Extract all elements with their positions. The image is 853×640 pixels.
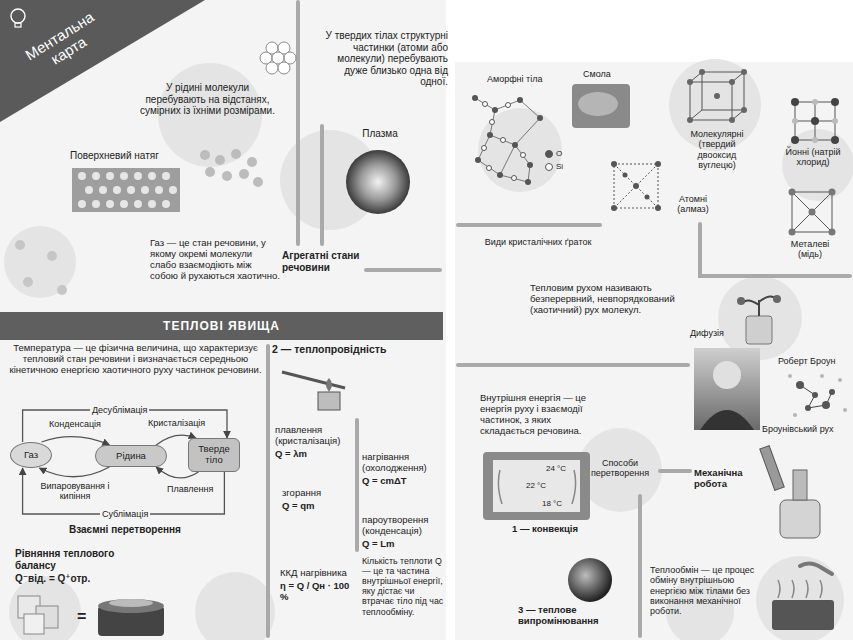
- node-text: Поверхневий натяг: [70, 150, 190, 162]
- image-caption: Атомні (алмаз): [664, 194, 722, 215]
- formula-box: плавлення (кристалізація) Q = λm: [275, 425, 353, 460]
- image-caption: Аморфні тіла: [487, 74, 567, 84]
- image-caption: Дифузія: [690, 328, 734, 338]
- node-text: згорання: [282, 488, 352, 499]
- image-caption: Броунівський рух: [762, 424, 848, 434]
- formula-box: ККД нагрівника η = Q / Qн · 100 %: [280, 568, 352, 603]
- node-text: Молекулярні (твердий двооксид вуглецю): [678, 129, 756, 170]
- transition-label: Випаровування і кипіння: [34, 481, 116, 502]
- image-caption: Металеві (мідь): [778, 239, 842, 260]
- node-text: Газ — це стан речовини, у якому окремі м…: [150, 238, 280, 282]
- topic-band: ТЕПЛОВІ ЯВИЩА: [0, 312, 443, 340]
- temperature-label: 22 °C: [525, 481, 547, 490]
- transition-label: Плавлення: [165, 484, 215, 494]
- state-shape: Тверде тіло: [188, 438, 240, 472]
- temperature-label: 24 °C: [545, 464, 567, 473]
- node-text: Агрегатні стани речовини: [282, 250, 362, 273]
- fact-box: У рідині молекули перебувають на відстан…: [140, 82, 275, 117]
- node-text: Газ: [24, 450, 38, 461]
- node-text: Рідина: [116, 451, 146, 462]
- node-text: Смола: [583, 69, 628, 79]
- image-caption: 3 — теплове випромінювання: [518, 605, 618, 627]
- image-caption: 2 — теплопровідність: [272, 343, 402, 355]
- node-text: Плазма: [350, 128, 410, 140]
- transition-label: Сублімація: [100, 509, 150, 519]
- node-text: Теплообмін — це процес обміну внутрішньо…: [650, 565, 758, 617]
- node-text: 1 — конвекція: [512, 524, 602, 535]
- node-text: У твердих тілах структурні частинки (ато…: [318, 30, 448, 88]
- node-text: Роберт Броун: [778, 356, 848, 366]
- state-shape: Рідина: [95, 445, 167, 467]
- node-text: Металеві (мідь): [778, 239, 842, 260]
- image-caption: Молекулярні (твердий двооксид вуглецю): [678, 129, 756, 170]
- node-text: Тепловим рухом називають безперервний, н…: [530, 283, 685, 316]
- image-caption: Смола: [583, 69, 628, 79]
- legend-item: Si: [545, 163, 563, 171]
- topic-box: Агрегатні стани речовини: [282, 250, 362, 273]
- formula-box: нагрівання (охолодження) Q = cmΔT: [362, 452, 442, 487]
- topic-box: Види кристалічних ґраток: [478, 237, 598, 247]
- node-text: Способи перетворення: [583, 458, 657, 479]
- definition-box: Кількість теплоти Q — це та частина внут…: [362, 556, 448, 617]
- formula-box: Рівняння теплового балансуQ⁻від. = Q⁺отр…: [15, 548, 145, 585]
- node-text: Дифузія: [690, 328, 734, 338]
- node-text: плавлення (кристалізація): [275, 425, 353, 447]
- legend-swatch: [545, 150, 553, 158]
- formula-text: Q = cmΔT: [362, 476, 442, 487]
- node-text: Внутрішня енергія — це енергія руху і вз…: [480, 393, 600, 437]
- formula-text: Q⁻від. = Q⁺отр.: [15, 573, 145, 585]
- formula-box: згорання Q = qm: [282, 488, 352, 512]
- topic-box: Способи перетворення: [583, 458, 657, 479]
- node-text: пароутворення (конденсація): [362, 515, 442, 537]
- image-caption: Поверхневий натяг: [70, 150, 190, 162]
- legend-text: Si: [556, 163, 563, 171]
- transition-label: Десублімація: [90, 405, 149, 415]
- formula-text: Q = Lm: [362, 539, 442, 550]
- caption-text: Взаємні перетворення: [69, 524, 181, 536]
- node-text: Температура — це фізична величина, що ха…: [8, 343, 263, 376]
- state-shape: Газ: [10, 442, 52, 468]
- node-text: Атомні (алмаз): [664, 194, 722, 215]
- fact-box: У твердих тілах структурні частинки (ато…: [318, 30, 448, 88]
- transition-label: Конденсація: [47, 419, 103, 429]
- formula-box: пароутворення (конденсація) Q = Lm: [362, 515, 442, 550]
- image-caption: Плазма: [350, 128, 410, 140]
- definition-box: Внутрішня енергія — це енергія руху і вз…: [480, 393, 600, 437]
- node-text: Механічна робота: [694, 468, 752, 490]
- node-text: Аморфні тіла: [487, 74, 567, 84]
- transition-label: Кристалізація: [146, 418, 207, 428]
- formula-text: Q = λm: [275, 449, 353, 460]
- equals-sign: =: [77, 608, 86, 626]
- node-text: ТЕПЛОВІ ЯВИЩА: [0, 312, 443, 340]
- transition-arrow: [39, 467, 109, 477]
- formula-text: η = Q / Qн · 100 %: [280, 581, 352, 603]
- image-caption: Йонні (натрій хлорид): [778, 147, 848, 168]
- node-text: Кількість теплоти Q — це та частина внут…: [362, 556, 448, 617]
- definition-box: Температура — це фізична величина, що ха…: [8, 343, 263, 376]
- image-caption: Механічна робота: [694, 468, 752, 490]
- node-text: 2 — теплопровідність: [272, 343, 402, 355]
- node-text: У рідині молекули перебувають на відстан…: [140, 82, 275, 117]
- image-caption: Роберт Броун: [778, 356, 848, 366]
- node-text: 3 — теплове випромінювання: [518, 605, 618, 627]
- legend-item: O: [545, 150, 562, 158]
- fact-box: Газ — це стан речовини, у якому окремі м…: [150, 238, 280, 282]
- node-text: Броунівський рух: [762, 424, 848, 434]
- node-text: Йонні (натрій хлорид): [778, 147, 848, 168]
- temperature-label: 18 °C: [541, 499, 563, 508]
- image-caption: 1 — конвекція: [512, 524, 602, 535]
- node-text: нагрівання (охолодження): [362, 452, 442, 474]
- legend-swatch: [545, 163, 553, 171]
- definition-box: Тепловим рухом називають безперервний, н…: [530, 283, 685, 316]
- legend-text: O: [556, 150, 562, 158]
- node-text: Рівняння теплового балансу: [15, 548, 145, 571]
- transition-arrow: [42, 437, 110, 445]
- transition-arrow: [23, 468, 225, 514]
- definition-box: Теплообмін — це процес обміну внутрішньо…: [650, 565, 758, 617]
- node-text: Види кристалічних ґраток: [478, 237, 598, 247]
- node-text: Тверде тіло: [189, 444, 239, 466]
- node-text: ККД нагрівника: [280, 568, 352, 579]
- formula-text: Q = qm: [282, 501, 352, 512]
